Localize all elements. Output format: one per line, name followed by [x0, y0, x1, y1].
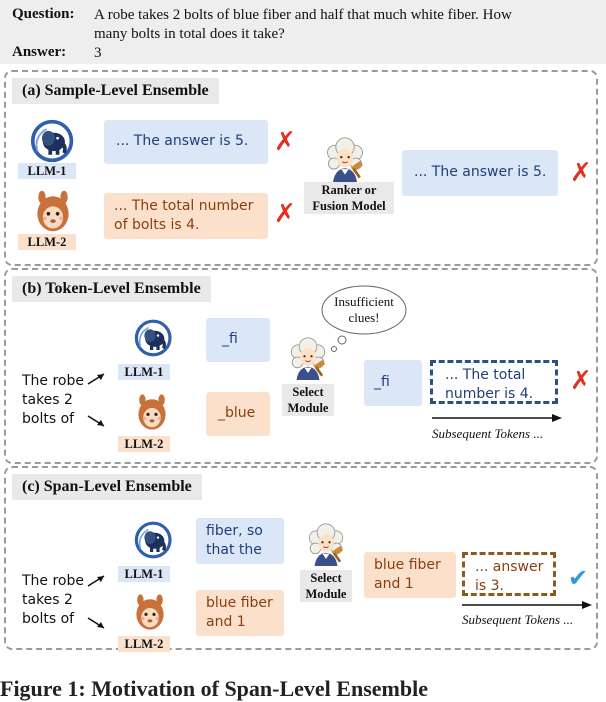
- check-mark-icon: ✔: [568, 564, 589, 592]
- subsequent-arrow: [432, 414, 562, 422]
- alpaca-llm-icon: [130, 592, 170, 632]
- sample-output: ... The answer is 5.: [402, 150, 558, 196]
- elephant-llm-icon: [134, 318, 174, 358]
- thought-text: Insufficient clues!: [334, 294, 394, 325]
- cross-mark-icon: ✗: [570, 366, 592, 396]
- token-level-title: (b) Token-Level Ensemble: [12, 276, 211, 302]
- span-level-title: (c) Span-Level Ensemble: [12, 474, 202, 500]
- figure-caption: Figure 1: Motivation of Span-Level Ensem…: [0, 676, 428, 701]
- token-llm1-label: LLM-1: [118, 364, 170, 380]
- span-llm2-label: LLM-2: [118, 636, 170, 652]
- span-level-section: (c) Span-Level Ensemble: [4, 466, 598, 650]
- subsequent-arrow: [462, 601, 592, 609]
- token-llm2-token: _blue: [206, 392, 270, 436]
- judge-icon: [286, 336, 330, 380]
- span-llm1-label: LLM-1: [118, 566, 170, 582]
- sample-llm1-response: ... The answer is 5.: [104, 120, 268, 164]
- span-select-label: Select Module: [300, 570, 352, 602]
- elephant-llm-icon: [134, 520, 174, 560]
- alpaca-llm-icon: [30, 188, 76, 234]
- token-llm1-token: _fi: [206, 318, 270, 362]
- token-subsequent-label: Subsequent Tokens ...: [432, 426, 544, 441]
- branch-arrows: [87, 575, 105, 629]
- span-llm2-span: blue fiber and 1: [196, 590, 284, 636]
- token-level-section: (b) Token-Level Ensemble: [4, 268, 598, 464]
- span-subsequent-label: Subsequent Tokens ...: [462, 612, 574, 627]
- judge-icon: [322, 136, 368, 182]
- answer-label: Answer:: [12, 44, 67, 60]
- question-text: A robe takes 2 bolts of blue fiber and h…: [94, 7, 512, 42]
- token-llm2-label: LLM-2: [118, 436, 170, 452]
- question-answer-panel: [0, 0, 606, 64]
- sample-level-title: (a) Sample-Level Ensemble: [12, 78, 219, 104]
- token-select-label: Select Module: [282, 384, 334, 416]
- span-prompt-text: The robe takes 2 bolts of: [22, 573, 85, 627]
- token-prompt-text: The robe takes 2 bolts of: [22, 373, 85, 427]
- sample-llm2-label: LLM-2: [18, 234, 76, 250]
- span-chosen: blue fiber and 1: [364, 552, 456, 598]
- elephant-llm-icon: [30, 118, 76, 164]
- cross-mark-icon: ✗: [274, 127, 296, 157]
- span-result-box: ... answer is 3.: [462, 552, 556, 596]
- token-result-box: ... The total number is 4.: [430, 360, 558, 404]
- token-chosen: _fi: [364, 360, 422, 406]
- sample-llm1-label: LLM-1: [18, 163, 76, 179]
- cross-mark-icon: ✗: [274, 199, 296, 229]
- cross-mark-icon: ✗: [570, 158, 592, 188]
- question-label: Question:: [12, 6, 75, 22]
- answer-text: 3: [94, 45, 102, 61]
- branch-arrows: [87, 373, 105, 427]
- span-llm1-span: fiber, so that the: [196, 518, 284, 564]
- alpaca-llm-icon: [132, 392, 172, 432]
- ranker-label: Ranker or Fusion Model: [304, 182, 394, 214]
- sample-level-section: (a) Sample-Level Ensemble: [4, 70, 598, 266]
- judge-icon: [304, 522, 348, 566]
- sample-llm2-response: ... The total number of bolts is 4.: [104, 193, 268, 239]
- thought-cloud: [321, 285, 407, 352]
